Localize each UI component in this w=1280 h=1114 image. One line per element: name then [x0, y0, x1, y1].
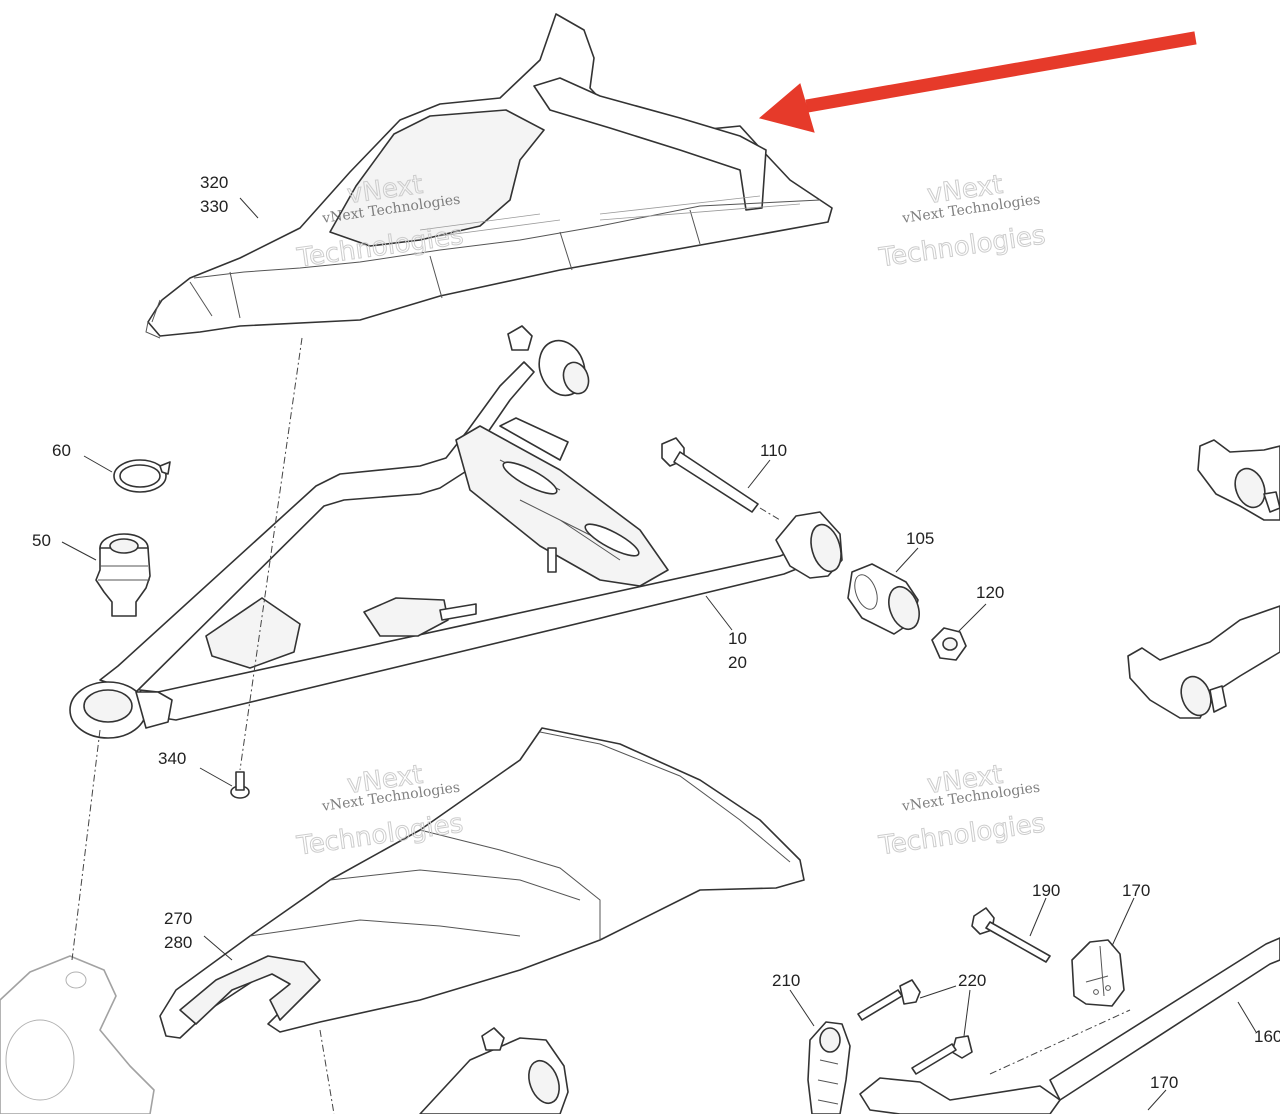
callout-340: 340 [158, 749, 186, 768]
bushing-105 [847, 563, 920, 635]
watermark-big-word: Technologies [876, 808, 1047, 861]
callout-220: 220 [958, 971, 986, 990]
ball-joint [95, 533, 151, 617]
lower-a-arm-guard [159, 727, 805, 1039]
watermark-top-right: vNext vNext Technologies Technologies [876, 169, 1048, 274]
steering-knuckle [0, 955, 155, 1114]
sway-bar [859, 937, 1280, 1114]
right-side-arm-upper [1197, 439, 1280, 521]
callout-190: 190 [1032, 881, 1060, 900]
assembly-line-bolt [759, 507, 781, 521]
leader-lines [61, 197, 1257, 1111]
watermark-mid-right: vNext vNext Technologies Technologies [876, 759, 1048, 862]
stabilizer-link [807, 1021, 851, 1114]
callout-320: 320 [200, 173, 228, 192]
nut-120 [931, 627, 967, 661]
retaining-ring [113, 459, 171, 493]
bolt-220-lower [911, 1035, 973, 1075]
upper-a-arm [69, 325, 843, 739]
right-side-arm-lower [1127, 605, 1280, 719]
callout-170-upper: 170 [1122, 881, 1150, 900]
lower-arm-end [419, 1027, 569, 1114]
assembly-line-guard [239, 337, 303, 771]
callout-210: 210 [772, 971, 800, 990]
callout-270: 270 [164, 909, 192, 928]
callout-10: 10 [728, 629, 747, 648]
bolt-220-upper [857, 979, 921, 1021]
callout-60: 60 [52, 441, 71, 460]
callout-120: 120 [976, 583, 1004, 602]
callout-50: 50 [32, 531, 51, 550]
watermark-big-word: Technologies [877, 220, 1048, 273]
clamp-170-upper [1071, 939, 1125, 1007]
upper-a-arm-guard [145, 13, 833, 339]
assembly-line-balljoint [71, 729, 101, 961]
screw-340 [230, 771, 250, 799]
callout-280: 280 [164, 933, 192, 952]
callout-160: 160 [1254, 1027, 1280, 1046]
callout-110: 110 [760, 441, 787, 460]
callout-105: 105 [906, 529, 934, 548]
assembly-line-guard-lower [319, 1029, 335, 1114]
assembly-line-sway [989, 1009, 1131, 1075]
red-arrow-annotation [758, 31, 1197, 133]
bolt-110 [661, 437, 759, 513]
callout-170-lower: 170 [1150, 1073, 1178, 1092]
callout-20: 20 [728, 653, 747, 672]
bolt-190 [971, 907, 1051, 963]
callout-labels: 320 330 60 50 110 105 120 10 20 340 270 … [32, 173, 1280, 1092]
callout-330: 330 [200, 197, 228, 216]
